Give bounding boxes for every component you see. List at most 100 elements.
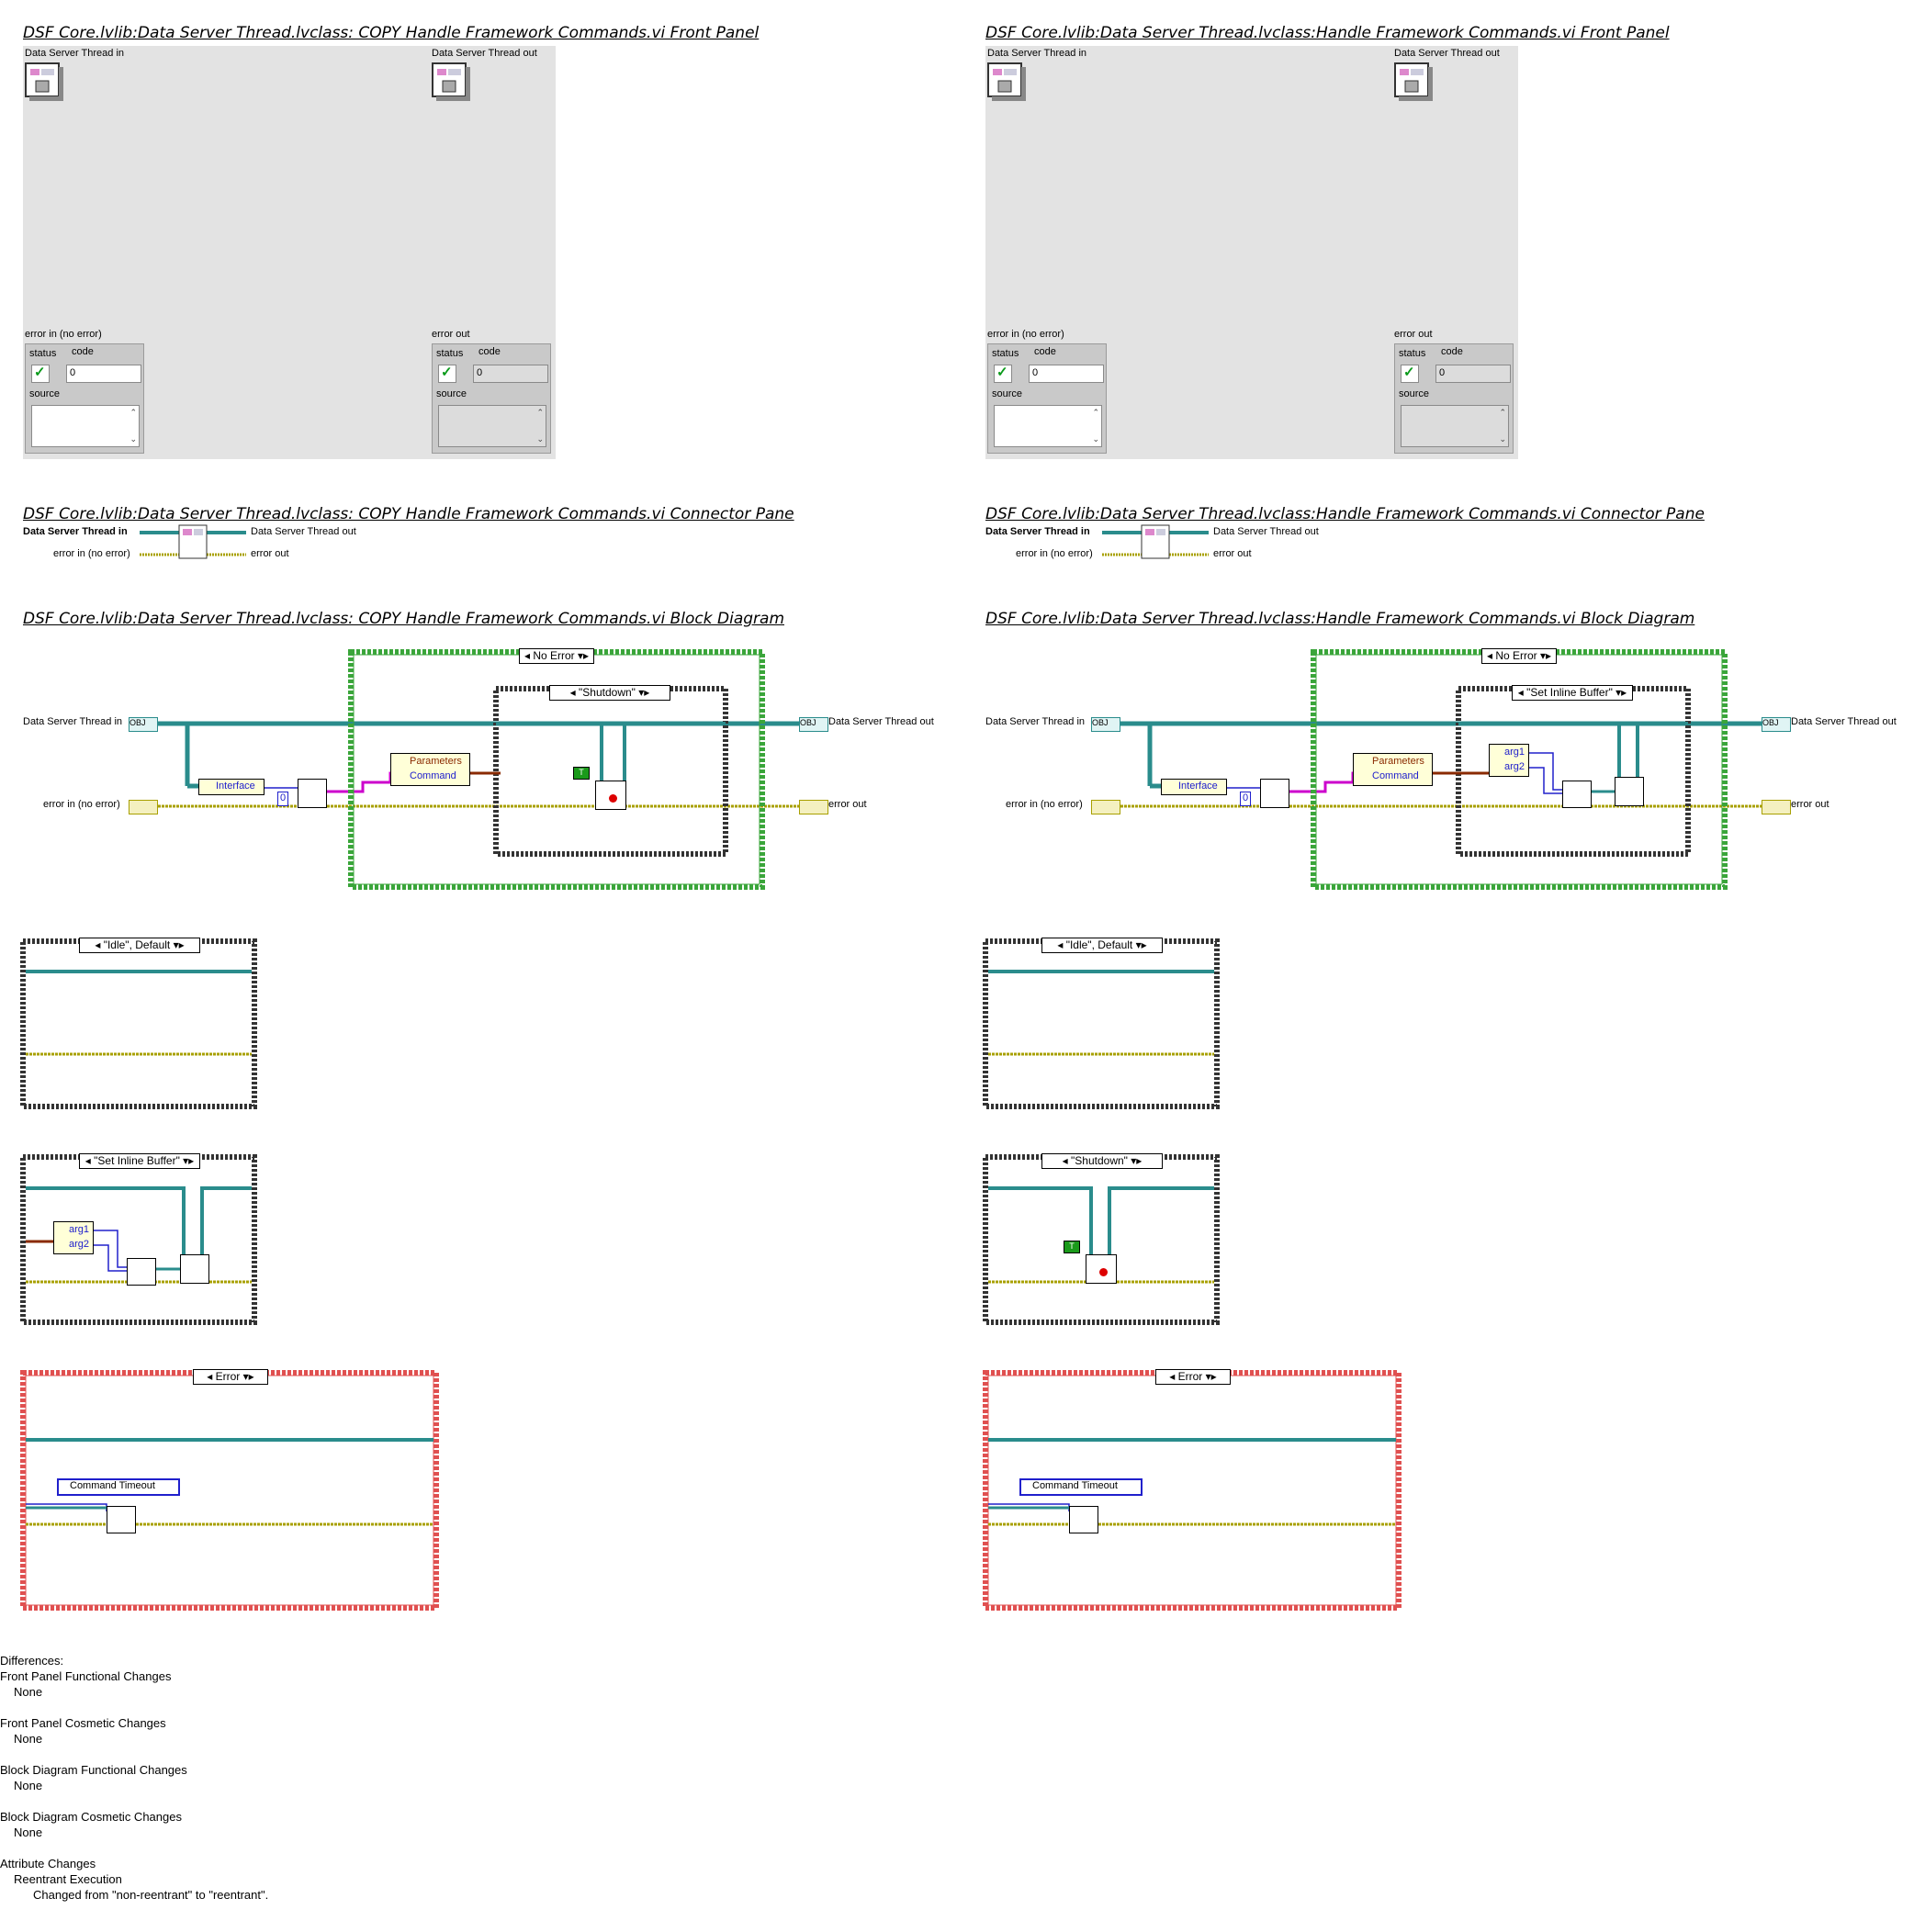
no-error-case-selector[interactable]: ◂ No Error ▾▸ xyxy=(519,648,594,664)
scroll-down-icon[interactable]: ⌄ xyxy=(1499,434,1506,444)
status-checkbox[interactable]: ✓ xyxy=(994,365,1012,383)
thread-in-control-icon[interactable] xyxy=(987,62,1026,101)
fp-cosmetic-value: None xyxy=(14,1732,43,1746)
scroll-down-icon[interactable]: ⌄ xyxy=(536,434,544,444)
code-indicator: 0 xyxy=(473,365,548,383)
command-label: Command xyxy=(410,770,456,781)
status-label: status xyxy=(29,348,57,359)
no-error-selector-text: No Error xyxy=(533,649,575,662)
true-const-value: T xyxy=(1069,1241,1075,1251)
no-error-case-selector[interactable]: ◂ No Error ▾▸ xyxy=(1481,648,1557,664)
error-handler-node[interactable] xyxy=(107,1506,136,1533)
interface-property-node[interactable]: Interface xyxy=(1161,779,1227,795)
scroll-up-icon[interactable]: ⌃ xyxy=(536,408,544,417)
build-buffer-node[interactable] xyxy=(127,1258,156,1286)
scroll-up-icon[interactable]: ⌃ xyxy=(129,408,137,417)
unbundle-node[interactable]: Parameters Command xyxy=(1353,753,1433,786)
code-label: code xyxy=(478,346,501,357)
idle-case-selector[interactable]: ◂ "Idle", Default ▾▸ xyxy=(79,938,200,953)
bd-thread-in-label: Data Server Thread in xyxy=(23,716,123,727)
build-buffer-node[interactable] xyxy=(1562,781,1592,808)
unbundle-node[interactable]: Parameters Command xyxy=(390,753,470,786)
bd-thread-out-label: Data Server Thread out xyxy=(828,716,934,727)
inner-case-selector[interactable]: ◂ "Set Inline Buffer" ▾▸ xyxy=(1512,685,1633,701)
other-case-selector[interactable]: ◂ "Shutdown" ▾▸ xyxy=(1041,1153,1163,1169)
bd-thread-in-terminal[interactable]: OBJ xyxy=(129,717,158,732)
fp-functional-value: None xyxy=(14,1685,43,1699)
bd-thread-in-terminal[interactable]: OBJ xyxy=(1091,717,1120,732)
zero-constant[interactable]: 0 xyxy=(277,792,288,806)
no-error-selector-text: No Error xyxy=(1495,649,1537,662)
scroll-down-icon[interactable]: ⌄ xyxy=(1092,434,1099,444)
error-case-selector[interactable]: ◂ Error ▾▸ xyxy=(1155,1369,1231,1385)
front-panel: Data Server Thread in Data Server Thread… xyxy=(985,46,1518,459)
set-buffer-node[interactable] xyxy=(1615,777,1644,806)
attribute-heading: Attribute Changes xyxy=(0,1857,96,1870)
differences-section: Differences: Front Panel Functional Chan… xyxy=(0,1653,268,1903)
arg-unbundle-node[interactable]: arg1 arg2 xyxy=(53,1221,94,1254)
source-indicator: ⌃⌄ xyxy=(1401,405,1509,447)
source-field[interactable]: ⌃⌄ xyxy=(994,405,1102,447)
obj-tag: OBJ xyxy=(129,718,146,727)
bd-error-in-terminal[interactable] xyxy=(1091,800,1120,814)
zero-constant[interactable]: 0 xyxy=(1240,792,1251,806)
command-timeout-enum[interactable]: Command Timeout xyxy=(57,1478,180,1496)
interface-property-node[interactable]: Interface xyxy=(198,779,265,795)
stop-method-node[interactable] xyxy=(595,781,626,810)
status-label: status xyxy=(1399,348,1426,359)
bd-error-in-terminal[interactable] xyxy=(129,800,158,814)
bd-error-out-label: error out xyxy=(828,799,867,810)
obj-tag: OBJ xyxy=(800,718,816,727)
connector-pane: Data Server Thread in Data Server Thread… xyxy=(23,524,537,562)
bd-cosmetic-value: None xyxy=(14,1825,43,1839)
bd-error-out-label: error out xyxy=(1791,799,1829,810)
code-label: code xyxy=(1441,346,1463,357)
right-vi-column: DSF Core.lvlib:Data Server Thread.lvclas… xyxy=(962,0,1925,1932)
scroll-up-icon[interactable]: ⌃ xyxy=(1092,408,1099,417)
code-field[interactable]: 0 xyxy=(66,365,141,383)
other-selector-text: "Shutdown" xyxy=(1071,1154,1128,1167)
bd-error-out-terminal xyxy=(799,800,828,814)
check-icon: ✓ xyxy=(996,365,1008,380)
dequeue-node[interactable] xyxy=(1260,779,1289,808)
thread-in-control-icon[interactable] xyxy=(25,62,63,101)
source-field[interactable]: ⌃⌄ xyxy=(31,405,140,447)
error-handler-node[interactable] xyxy=(1069,1506,1098,1533)
dequeue-node[interactable] xyxy=(298,779,327,808)
bd-functional-value: None xyxy=(14,1779,43,1792)
error-in-cluster[interactable]: status code ✓ 0 source ⌃⌄ xyxy=(987,343,1107,454)
bd-cosmetic-heading: Block Diagram Cosmetic Changes xyxy=(0,1810,182,1824)
command-timeout-enum[interactable]: Command Timeout xyxy=(1019,1478,1143,1496)
interface-label: Interface xyxy=(1178,781,1218,792)
thread-in-label: Data Server Thread in xyxy=(987,48,1087,59)
source-label: source xyxy=(992,388,1023,399)
status-indicator: ✓ xyxy=(438,365,456,383)
idle-selector-text: "Idle", Default xyxy=(103,938,171,951)
front-panel-title: DSF Core.lvlib:Data Server Thread.lvclas… xyxy=(985,24,1670,42)
cp-error-in: error in (no error) xyxy=(1016,548,1093,559)
idle-case-selector[interactable]: ◂ "Idle", Default ▾▸ xyxy=(1041,938,1163,953)
code-value: 0 xyxy=(477,367,483,378)
error-case-selector[interactable]: ◂ Error ▾▸ xyxy=(193,1369,268,1385)
front-panel: Data Server Thread in Data Server Thread… xyxy=(23,46,556,459)
error-in-cluster[interactable]: status code ✓ 0 source ⌃⌄ xyxy=(25,343,144,454)
zero-const-value: 0 xyxy=(279,792,287,803)
bd-thread-out-label: Data Server Thread out xyxy=(1791,716,1897,727)
true-constant[interactable]: T xyxy=(573,767,590,780)
set-buffer-node[interactable] xyxy=(180,1254,209,1284)
error-out-label: error out xyxy=(432,329,470,340)
inner-case-selector[interactable]: ◂ "Shutdown" ▾▸ xyxy=(549,685,670,701)
status-checkbox[interactable]: ✓ xyxy=(31,365,50,383)
error-in-label: error in (no error) xyxy=(987,329,1064,340)
scroll-down-icon[interactable]: ⌄ xyxy=(129,434,137,444)
true-constant[interactable]: T xyxy=(1064,1241,1080,1253)
other-case-selector[interactable]: ◂ "Set Inline Buffer" ▾▸ xyxy=(79,1153,200,1169)
source-label: source xyxy=(1399,388,1430,399)
arg1-label: arg1 xyxy=(1504,747,1525,758)
code-field[interactable]: 0 xyxy=(1029,365,1104,383)
differences-heading: Differences: xyxy=(0,1654,64,1668)
thread-in-label: Data Server Thread in xyxy=(25,48,125,59)
stop-method-node[interactable] xyxy=(1086,1254,1117,1284)
arg-unbundle-node[interactable]: arg1 arg2 xyxy=(1489,744,1529,777)
scroll-up-icon[interactable]: ⌃ xyxy=(1499,408,1506,417)
